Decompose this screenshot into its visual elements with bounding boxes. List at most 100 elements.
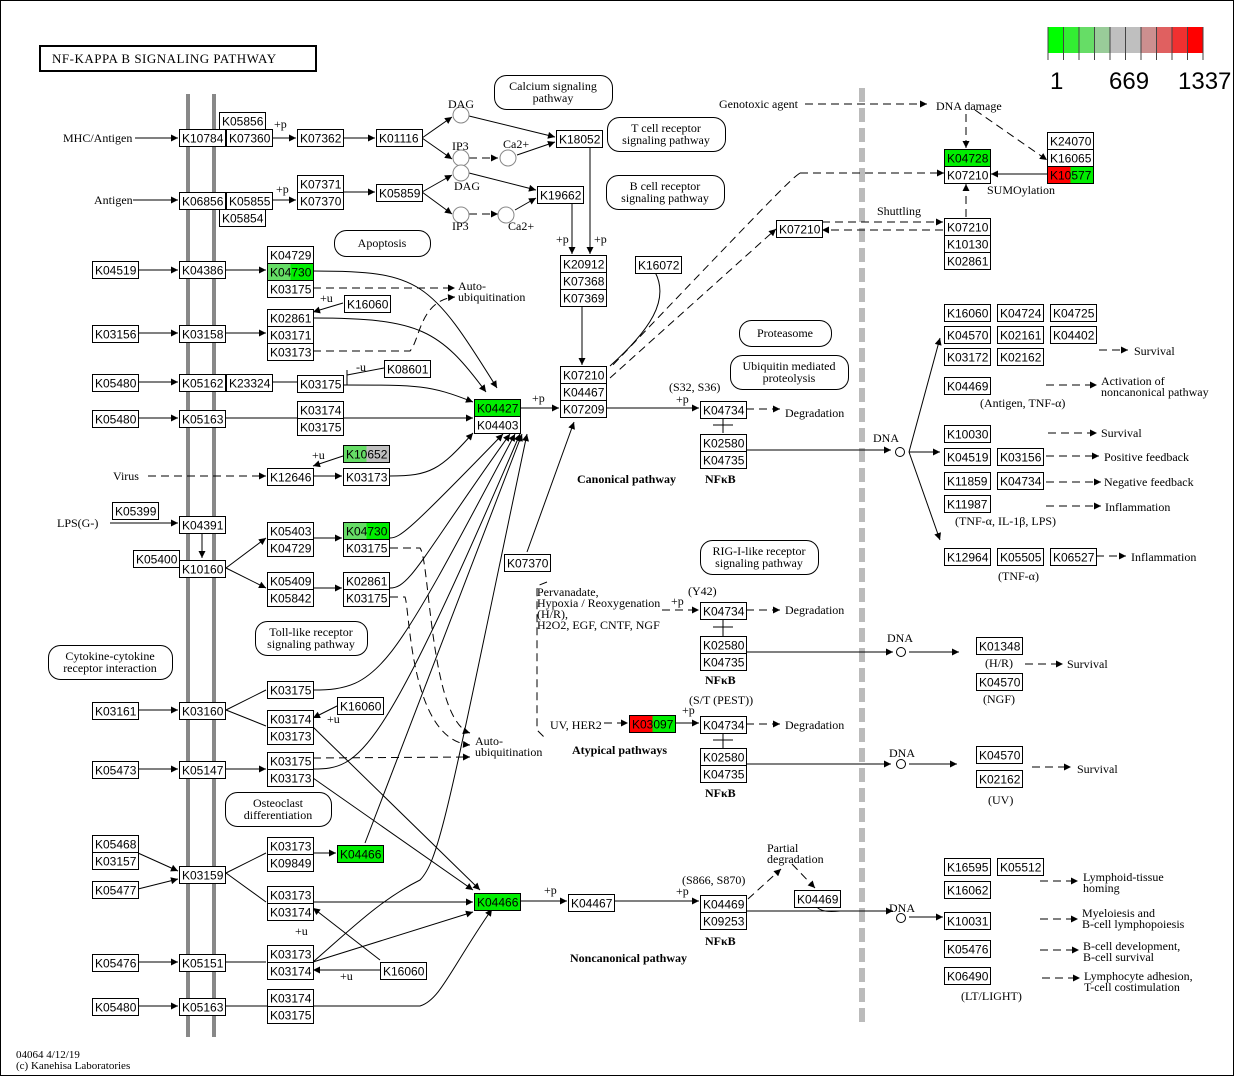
gene-node-k18052[interactable]: K18052 <box>556 130 603 148</box>
gene-node-k05163[interactable]: K05163 <box>179 998 226 1016</box>
gene-node-k05480[interactable]: K05480 <box>92 998 139 1016</box>
gene-node-k03158[interactable]: K03158 <box>179 325 226 343</box>
gene-node-k07362[interactable]: K07362 <box>297 129 344 147</box>
gene-node-k04519[interactable]: K04519 <box>944 448 991 466</box>
gene-node-k06527[interactable]: K06527 <box>1050 548 1097 566</box>
gene-node-k03173[interactable]: K03173 <box>267 945 314 963</box>
gene-node-k03174[interactable]: K03174 <box>297 401 344 419</box>
gene-node-k20912[interactable]: K20912 <box>560 255 607 273</box>
gene-node-k11859[interactable]: K11859 <box>944 472 991 490</box>
gene-node-k02580[interactable]: K02580 <box>700 636 747 654</box>
gene-node-k04734[interactable]: K04734 <box>997 472 1044 490</box>
gene-node-k05163[interactable]: K05163 <box>179 410 226 428</box>
gene-node-k04729[interactable]: K04729 <box>267 539 314 557</box>
gene-node-k02861[interactable]: K02861 <box>343 572 390 590</box>
gene-node-k02162[interactable]: K02162 <box>976 770 1023 788</box>
gene-node-k05468[interactable]: K05468 <box>92 835 139 853</box>
gene-node-k16060[interactable]: K16060 <box>344 295 391 313</box>
gene-node-k03173[interactable]: K03173 <box>267 886 314 904</box>
gene-node-k04469[interactable]: K04469 <box>794 890 841 908</box>
gene-node-k16062[interactable]: K16062 <box>944 881 991 899</box>
gene-node-k07368[interactable]: K07368 <box>560 272 607 290</box>
gene-node-k07371[interactable]: K07371 <box>297 175 344 193</box>
gene-node-k03173[interactable]: K03173 <box>267 837 314 855</box>
gene-node-k10130[interactable]: K10130 <box>944 235 991 253</box>
gene-node-k08601[interactable]: K08601 <box>384 360 431 378</box>
gene-node-k07210[interactable]: K07210 <box>944 166 991 184</box>
gene-node-k04570[interactable]: K04570 <box>976 673 1023 691</box>
gene-node-k03161[interactable]: K03161 <box>92 702 139 720</box>
gene-node-k03159[interactable]: K03159 <box>179 866 226 884</box>
gene-node-k03156[interactable]: K03156 <box>997 448 1044 466</box>
gene-node-k07369[interactable]: K07369 <box>560 289 607 307</box>
gene-node-k03175[interactable]: K03175 <box>267 752 314 770</box>
gene-node-k01116[interactable]: K01116 <box>376 129 423 147</box>
gene-node-k04724[interactable]: K04724 <box>997 304 1044 322</box>
gene-node-k03157[interactable]: K03157 <box>92 852 139 870</box>
gene-node-k04391[interactable]: K04391 <box>179 516 226 534</box>
gene-node-k02580[interactable]: K02580 <box>700 434 747 452</box>
gene-node-k05399[interactable]: K05399 <box>112 502 159 520</box>
gene-node-k03174[interactable]: K03174 <box>267 989 314 1007</box>
gene-node-k01348[interactable]: K01348 <box>976 637 1023 655</box>
gene-node-k05151[interactable]: K05151 <box>179 954 226 972</box>
gene-node-k03173[interactable]: K03173 <box>267 769 314 787</box>
gene-node-k23324[interactable]: K23324 <box>226 374 273 392</box>
gene-node-k04402[interactable]: K04402 <box>1050 326 1097 344</box>
gene-node-k16072[interactable]: K16072 <box>635 256 682 274</box>
gene-node-k06490[interactable]: K06490 <box>944 967 991 985</box>
gene-node-k03174[interactable]: K03174 <box>267 962 314 980</box>
gene-node-k04519[interactable]: K04519 <box>92 261 139 279</box>
gene-node-k02861[interactable]: K02861 <box>944 252 991 270</box>
gene-node-k05854[interactable]: K05854 <box>219 209 266 227</box>
gene-node-k19662[interactable]: K19662 <box>537 186 584 204</box>
gene-node-k03174[interactable]: K03174 <box>267 903 314 921</box>
gene-node-k07209[interactable]: K07209 <box>560 400 607 418</box>
gene-node-k11987[interactable]: K11987 <box>944 495 991 513</box>
gene-node-k04735[interactable]: K04735 <box>700 451 747 469</box>
gene-node-k07210[interactable]: K07210 <box>776 220 823 238</box>
gene-node-k03171[interactable]: K03171 <box>267 326 314 344</box>
gene-node-k03097[interactable]: K03097 <box>629 715 676 733</box>
pathway-link[interactable]: Proteasome <box>739 320 832 347</box>
gene-node-k04466[interactable]: K04466 <box>337 845 384 863</box>
gene-node-k03156[interactable]: K03156 <box>92 325 139 343</box>
gene-node-k04469[interactable]: K04469 <box>700 895 747 913</box>
gene-node-k05476[interactable]: K05476 <box>92 954 139 972</box>
gene-node-k16595[interactable]: K16595 <box>944 858 991 876</box>
gene-node-k03175[interactable]: K03175 <box>267 280 314 298</box>
gene-node-k10031[interactable]: K10031 <box>944 912 991 930</box>
gene-node-k03173[interactable]: K03173 <box>267 727 314 745</box>
gene-node-k07370[interactable]: K07370 <box>504 554 551 572</box>
gene-node-k16060[interactable]: K16060 <box>380 962 427 980</box>
gene-node-k10577[interactable]: K10577 <box>1047 166 1094 184</box>
gene-node-k04729[interactable]: K04729 <box>267 246 314 264</box>
gene-node-k05859[interactable]: K05859 <box>376 184 423 202</box>
gene-node-k04469[interactable]: K04469 <box>944 377 991 395</box>
gene-node-k03175[interactable]: K03175 <box>267 681 314 699</box>
gene-node-k16065[interactable]: K16065 <box>1047 149 1094 167</box>
gene-node-k10160[interactable]: K10160 <box>179 560 226 578</box>
gene-node-k10784[interactable]: K10784 <box>179 129 226 147</box>
pathway-link[interactable]: Apoptosis <box>334 230 431 257</box>
gene-node-k10030[interactable]: K10030 <box>944 425 991 443</box>
gene-node-k05476[interactable]: K05476 <box>944 940 991 958</box>
gene-node-k04730[interactable]: K04730 <box>343 522 390 540</box>
gene-node-k03173[interactable]: K03173 <box>267 343 314 361</box>
gene-node-k09849[interactable]: K09849 <box>267 854 314 872</box>
gene-node-k05512[interactable]: K05512 <box>997 858 1044 876</box>
gene-node-k05162[interactable]: K05162 <box>179 374 226 392</box>
gene-node-k03160[interactable]: K03160 <box>179 702 226 720</box>
gene-node-k05842[interactable]: K05842 <box>267 589 314 607</box>
gene-node-k07370[interactable]: K07370 <box>297 192 344 210</box>
gene-node-k05473[interactable]: K05473 <box>92 761 139 779</box>
gene-node-k04570[interactable]: K04570 <box>944 326 991 344</box>
gene-node-k07210[interactable]: K07210 <box>560 366 607 384</box>
gene-node-k05477[interactable]: K05477 <box>92 881 139 899</box>
gene-node-k16060[interactable]: K16060 <box>944 304 991 322</box>
gene-node-k06856[interactable]: K06856 <box>179 192 226 210</box>
gene-node-k03175[interactable]: K03175 <box>267 1006 314 1024</box>
